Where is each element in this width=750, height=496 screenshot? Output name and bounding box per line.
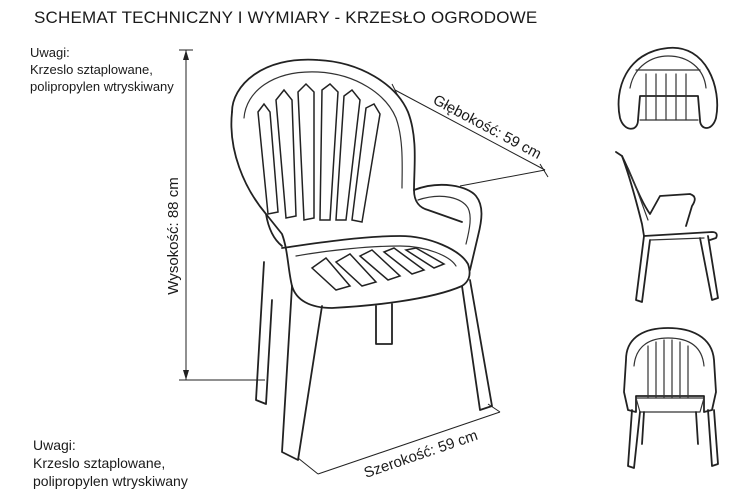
height-label: Wysokość: 88 cm (165, 177, 182, 294)
width-label: Szerokość: 59 cm (362, 427, 480, 482)
chair-front-view (623, 327, 719, 469)
width-dimension: Szerokość: 59 cm (297, 403, 501, 482)
height-dimension: Wysokość: 88 cm (165, 49, 265, 381)
chair-top-view (617, 47, 718, 130)
notes-bottom-heading: Uwagi: (33, 437, 76, 453)
notes-top-line2: polipropylen wtryskiwany (30, 79, 174, 94)
chair-side-view (615, 151, 719, 303)
notes-top-line1: Krzeslo sztaplowane, (30, 62, 153, 77)
notes-top: Uwagi: Krzeslo sztaplowane, polipropylen… (30, 44, 174, 95)
chair-main-view (230, 58, 493, 461)
diagram-title: SCHEMAT TECHNICZNY I WYMIARY - KRZESŁO O… (34, 8, 538, 27)
depth-label: Głębokość: 59 cm (430, 92, 544, 163)
notes-bottom: Uwagi: Krzeslo sztaplowane, polipropylen… (33, 436, 188, 490)
notes-top-heading: Uwagi: (30, 45, 70, 60)
notes-bottom-line1: Krzeslo sztaplowane, (33, 455, 166, 471)
notes-bottom-line2: polipropylen wtryskiwany (33, 473, 188, 489)
